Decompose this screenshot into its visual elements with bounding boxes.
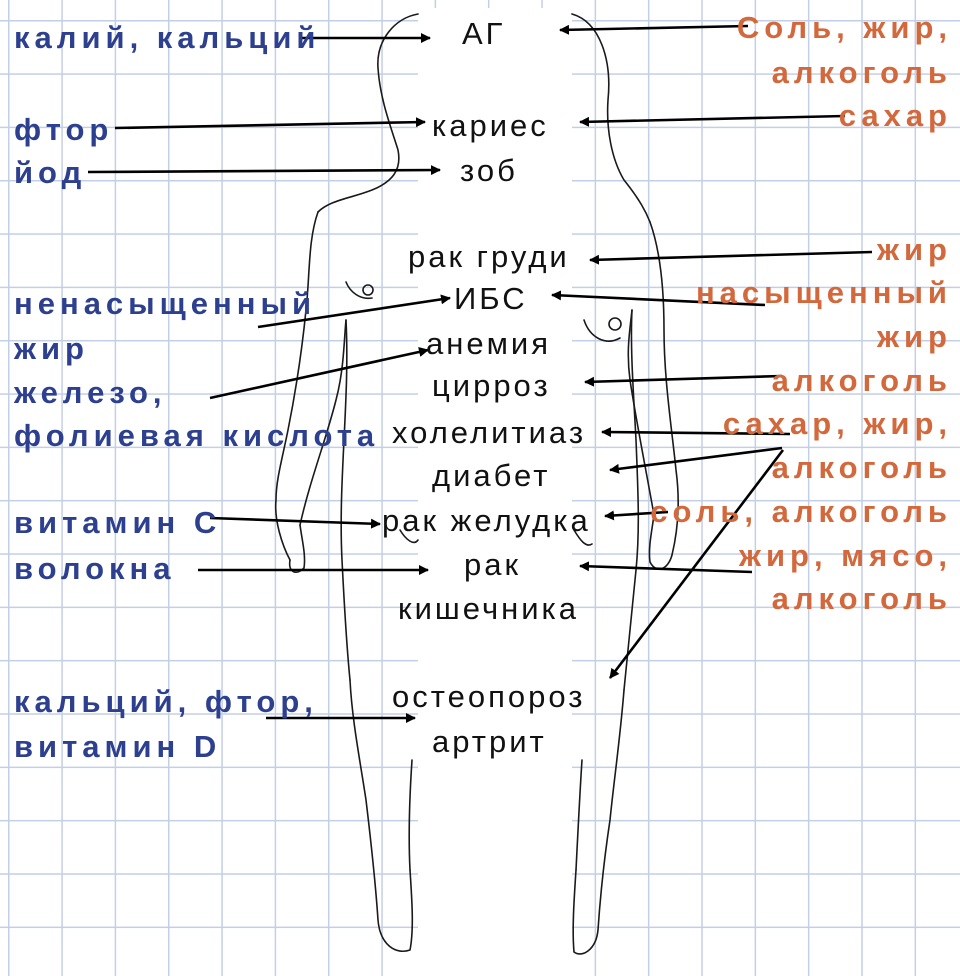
disease-osteoporosis: остеопороз <box>392 681 585 712</box>
risk-salt-alcohol: соль, алкоголь <box>650 496 952 527</box>
arrow-iodine-to-goiter <box>88 170 440 172</box>
disease-diabetes: диабет <box>432 460 550 491</box>
protective-fluorine: фтор <box>14 114 113 145</box>
risk-fat-meat: жир, мясо, <box>739 540 952 571</box>
arrow-vitc-to-stomach <box>210 518 380 524</box>
arrow-fluorine-to-caries <box>115 122 425 128</box>
disease-colon-cancer-line1: рак <box>464 549 521 580</box>
protective-vitamin-d: витамин D <box>14 731 221 762</box>
protective-folic-acid: фолиевая кислота <box>14 420 379 451</box>
protective-vitamin-c: витамин С <box>14 507 221 538</box>
protective-unsat-fat-line2: жир <box>14 333 89 364</box>
disease-colon-cancer-line2: кишечника <box>398 593 579 624</box>
risk-fat-1: жир <box>877 234 952 265</box>
risk-sat-fat-line2: жир <box>877 321 952 352</box>
risk-alcohol-3: алкоголь <box>772 452 952 483</box>
disease-arthritis: артрит <box>432 726 547 757</box>
arrow-fat-to-colon <box>580 566 752 572</box>
protective-potassium-calcium: калий, кальций <box>14 22 320 53</box>
arrow-iron-to-anemia <box>210 350 428 398</box>
protective-iron: железо, <box>14 377 167 408</box>
risk-sugar-fat: сахар, жир, <box>723 408 952 439</box>
arrow-fat-to-breast <box>590 252 872 260</box>
disease-ihd: ИБС <box>454 283 528 314</box>
arrow-sugar-to-diabetes <box>610 448 782 470</box>
risk-sat-fat-line1: насыщенный <box>696 277 952 308</box>
protective-unsat-fat-line1: ненасыщенный <box>14 288 316 319</box>
risk-alcohol-2: алкоголь <box>772 365 952 396</box>
disease-cirrhosis: цирроз <box>432 370 551 401</box>
risk-salt-fat: Соль, жир, <box>737 12 952 43</box>
disease-caries: кариес <box>432 110 549 141</box>
risk-alcohol-4: алкоголь <box>772 583 952 614</box>
disease-stomach-cancer: рак желудка <box>382 505 591 536</box>
arrow-sugar-to-caries <box>580 116 845 122</box>
disease-cholelithiasis: холелитиаз <box>392 417 586 448</box>
protective-iodine: йод <box>14 157 86 188</box>
disease-ag: АГ <box>462 18 505 49</box>
disease-anemia: анемия <box>426 328 551 359</box>
protective-fiber: волокна <box>14 553 176 584</box>
arrow-alcohol-to-cirrhosis <box>585 376 782 382</box>
disease-goiter: зоб <box>460 155 518 186</box>
risk-alcohol-1: алкоголь <box>772 57 952 88</box>
risk-sugar: сахар <box>839 100 952 131</box>
arrow-salt-to-ag <box>560 26 748 30</box>
protective-calcium-fluorine: кальций, фтор, <box>14 686 318 717</box>
disease-breast-cancer: рак груди <box>408 241 570 272</box>
